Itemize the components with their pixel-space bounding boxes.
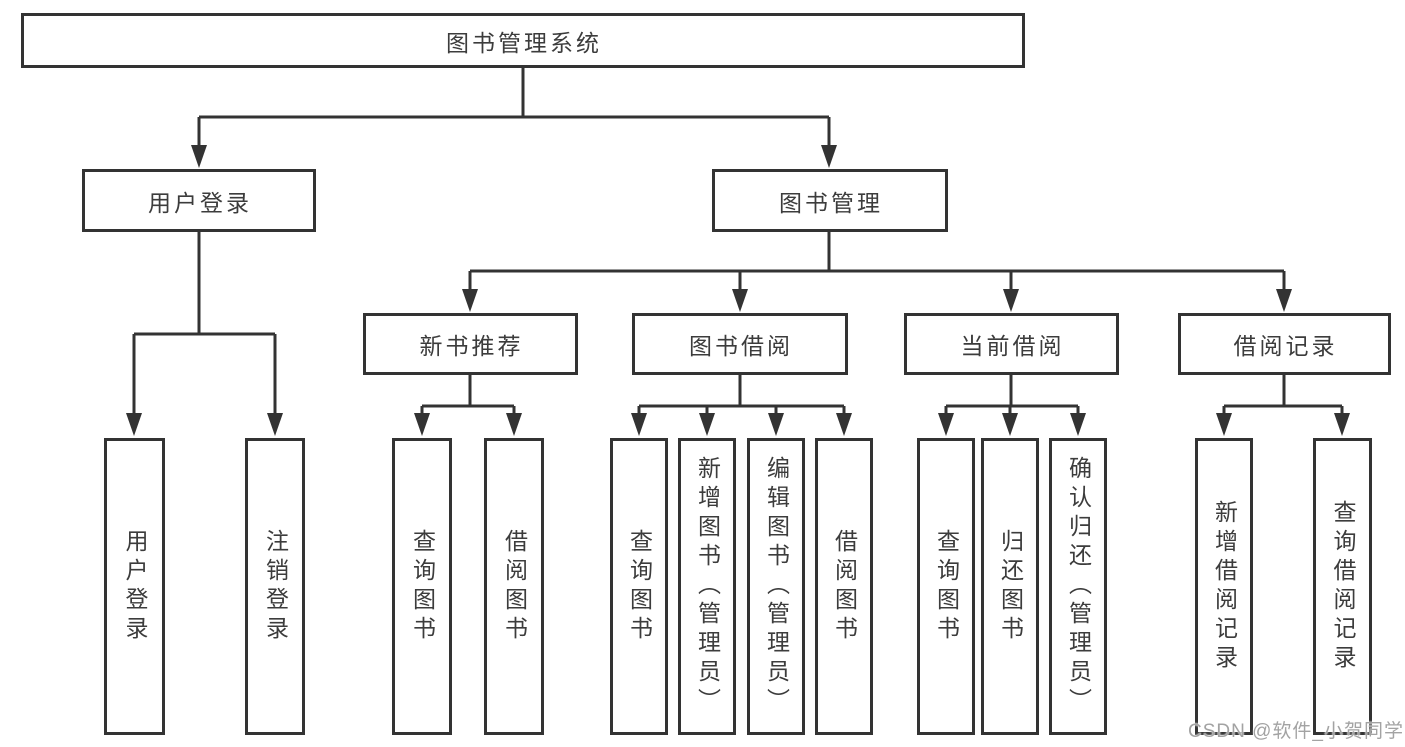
leaf-logout: 注销登录 <box>245 438 305 735</box>
leaf-return-book: 归还图书 <box>981 438 1039 735</box>
node-label: 查询图书 <box>626 528 653 645</box>
node-label: 查询图书 <box>409 528 436 645</box>
arrowhead-confirm-return <box>1070 413 1086 436</box>
arrowhead-user-login <box>191 145 207 168</box>
node-label: 图书管理 <box>779 189 883 216</box>
node-label: 借阅图书 <box>501 528 528 645</box>
arrowhead-leaf-user-login <box>126 413 142 436</box>
connector-new-book-branch <box>420 375 516 420</box>
node-label: 注销登录 <box>262 528 289 645</box>
node-label: 确认归还（管理员） <box>1065 456 1092 717</box>
connector-book-management-branch <box>468 232 1286 294</box>
connector-current-borrowing-branch <box>944 375 1080 420</box>
node-book-management: 图书管理 <box>712 169 948 232</box>
arrowhead-edit-book <box>768 413 784 436</box>
node-library-management-system: 图书管理系统 <box>21 13 1025 68</box>
leaf-borrow-books-borrowing: 借阅图书 <box>815 438 873 735</box>
leaf-borrow-books-recommend: 借阅图书 <box>484 438 544 735</box>
connector-root-to-level2 <box>197 68 831 150</box>
node-label: 用户登录 <box>122 528 148 645</box>
node-label: 查询借阅记录 <box>1330 499 1356 674</box>
arrowhead-return-book <box>1002 413 1018 436</box>
node-label: 新书推荐 <box>419 333 524 359</box>
arrowhead-query-books-2 <box>631 413 647 436</box>
arrowhead-current-borrowing <box>1003 289 1019 312</box>
arrowhead-borrow-books-1 <box>506 413 522 436</box>
leaf-add-book-admin: 新增图书（管理员） <box>678 438 736 735</box>
leaf-edit-book-admin: 编辑图书（管理员） <box>747 438 805 735</box>
node-label: 编辑图书（管理员） <box>763 456 790 717</box>
arrowhead-query-books-1 <box>414 413 430 436</box>
node-current-borrowing: 当前借阅 <box>904 313 1119 375</box>
node-label: 图书借阅 <box>689 333 793 359</box>
arrowhead-book-borrowing <box>732 289 748 312</box>
arrowhead-leaf-logout <box>267 413 283 436</box>
connector-user-login-branch <box>132 232 277 418</box>
csdn-watermark: CSDN @软件_小贺同学 <box>1188 721 1404 742</box>
node-label: 图书管理系统 <box>446 29 602 56</box>
leaf-query-books-recommend: 查询图书 <box>392 438 452 735</box>
node-label: 新增图书（管理员） <box>694 456 721 717</box>
node-new-book-recommend: 新书推荐 <box>363 313 578 375</box>
arrowhead-borrow-books-2 <box>836 413 852 436</box>
node-label: 新增借阅记录 <box>1211 499 1238 674</box>
arrowhead-add-book <box>699 413 715 436</box>
node-borrowing-records: 借阅记录 <box>1178 313 1391 375</box>
node-label: 用户登录 <box>148 189 252 216</box>
node-label: 归还图书 <box>997 528 1024 645</box>
arrowhead-book-management <box>821 145 837 168</box>
node-book-borrowing: 图书借阅 <box>632 313 848 375</box>
arrowhead-query-borrow-record <box>1334 413 1350 436</box>
arrowhead-add-borrow-record <box>1216 413 1232 436</box>
leaf-user-login: 用户登录 <box>104 438 165 735</box>
connector-book-borrowing-branch <box>637 375 846 420</box>
connector-borrowing-records-branch <box>1222 375 1344 420</box>
node-label: 借阅图书 <box>831 528 858 645</box>
arrowhead-query-books-3 <box>938 413 954 436</box>
node-label: 查询图书 <box>933 528 960 645</box>
arrowhead-new-book-recommend <box>462 289 478 312</box>
leaf-query-books-borrowing: 查询图书 <box>610 438 668 735</box>
leaf-query-books-current: 查询图书 <box>917 438 975 735</box>
node-label: 当前借阅 <box>960 333 1065 359</box>
leaf-query-borrow-record: 查询借阅记录 <box>1313 438 1372 735</box>
leaf-confirm-return-admin: 确认归还（管理员） <box>1049 438 1107 735</box>
node-user-login: 用户登录 <box>82 169 316 232</box>
arrowhead-borrowing-records <box>1276 289 1292 312</box>
leaf-add-borrow-record: 新增借阅记录 <box>1195 438 1253 735</box>
node-label: 借阅记录 <box>1233 333 1338 359</box>
